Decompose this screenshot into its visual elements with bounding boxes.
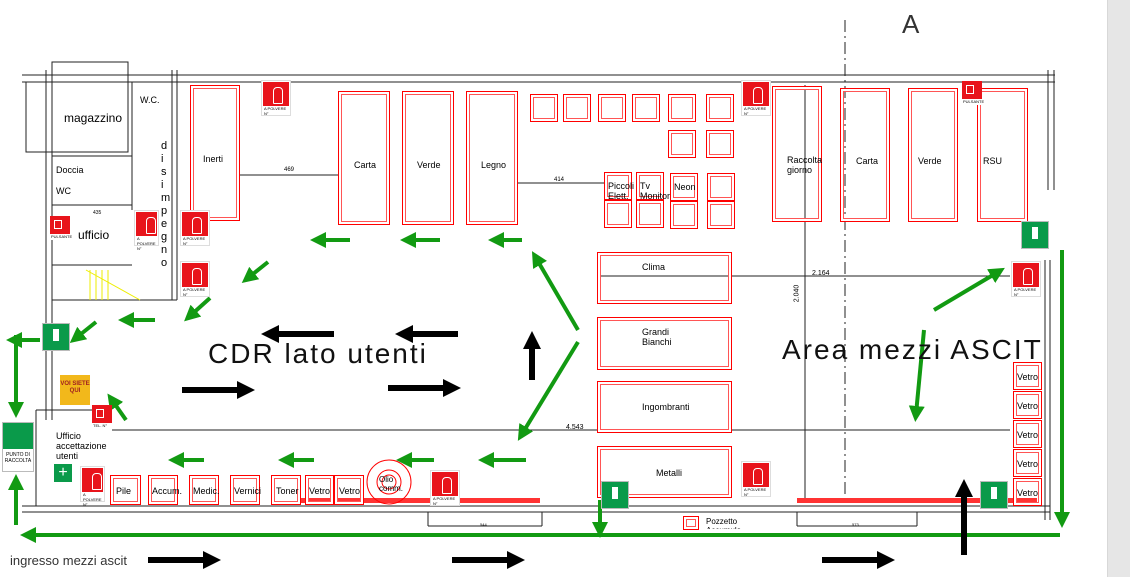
- fire-extinguisher-icon: A POLVERE N°: [80, 466, 105, 507]
- container-vetro-right: Vetro: [1013, 478, 1042, 506]
- container-vetro-right: Vetro: [1013, 362, 1042, 390]
- container-toner: Toner: [271, 475, 301, 505]
- container-verde-right: Verde: [908, 88, 958, 222]
- container-medic: Medic.: [189, 475, 220, 505]
- fire-extinguisher-icon: A POLVERE N°: [741, 461, 771, 497]
- section-letter: A: [902, 9, 920, 39]
- container-vetro-right: Vetro: [1013, 391, 1042, 419]
- emergency-exit-icon: [42, 323, 70, 351]
- container-box: [707, 173, 735, 201]
- container-carta: Carta: [338, 91, 390, 225]
- assembly-point-icon: [3, 423, 33, 449]
- container-box: [668, 94, 696, 122]
- room-doccia: Doccia: [56, 165, 84, 175]
- fire-extinguisher-icon: A POLVERE N°: [180, 261, 210, 297]
- container-inerti: Inerti: [190, 85, 240, 221]
- container-box: [670, 201, 698, 229]
- container-rsu: RSU: [977, 88, 1028, 222]
- fire-alarm-icon: PULSANTE: [50, 216, 72, 240]
- container-vetro-right: Vetro: [1013, 449, 1042, 477]
- container-vetro: Vetro: [305, 475, 334, 505]
- dimension-4543: 4.543: [566, 424, 584, 431]
- pozzetto-label: Pozzetto Accumulo: [706, 517, 741, 529]
- container-ingombranti: Ingombranti: [597, 381, 732, 433]
- room-magazzino: magazzino: [64, 111, 123, 125]
- container-box: [530, 94, 558, 122]
- dimension-544: 544: [480, 522, 487, 527]
- dimension-2164: 2.164: [812, 270, 830, 277]
- container-raccolta-giorno: Raccolta giorno: [772, 86, 822, 222]
- room-ufficio: ufficio: [78, 228, 110, 242]
- phone-icon: TEL. N°: [92, 405, 112, 429]
- you-are-here-sign: VOI SIETE QUI: [60, 375, 90, 405]
- container-metalli: Metalli: [597, 446, 732, 498]
- container-box: [598, 94, 626, 122]
- container-box: [636, 200, 664, 228]
- container-legno: Legno: [466, 91, 518, 225]
- dimension-435: 435: [93, 210, 102, 216]
- container-piccoli-elett: Piccoli Elett.: [604, 172, 634, 201]
- pozzetto-box: [683, 516, 699, 530]
- room-wc2: WC: [56, 186, 71, 196]
- emergency-exit-icon: [601, 481, 629, 509]
- olio-tank: [366, 459, 412, 505]
- container-verde: Verde: [402, 91, 454, 225]
- traffic-arrows: [148, 325, 973, 569]
- stairs: [85, 269, 141, 301]
- fire-extinguisher-icon: A POLVERE N°: [741, 80, 771, 116]
- olio-label: Olio comm.: [379, 475, 403, 493]
- container-clima: Clima: [597, 252, 732, 304]
- container-box: [604, 200, 632, 228]
- escape-routes: [6, 232, 1070, 543]
- first-aid-icon: +: [54, 464, 72, 482]
- container-tv-monitor: Tv Monitor: [636, 172, 670, 201]
- room-wc: W.C.: [140, 95, 160, 105]
- plan-drawing: [6, 20, 1070, 569]
- dimension-469: 469: [284, 167, 295, 173]
- fire-extinguisher-icon: A POLVERE N°: [180, 210, 210, 246]
- container-box: [563, 94, 591, 122]
- container-accum: Accum.: [148, 475, 182, 505]
- dimension-414: 414: [554, 177, 565, 183]
- area-mezzi-label: Area mezzi ASCIT: [782, 334, 1043, 365]
- container-grandi-bianchi: Grandi Bianchi: [597, 317, 732, 370]
- fire-extinguisher-icon: A POLVERE N°: [261, 80, 291, 116]
- container-box: [706, 130, 734, 158]
- container-neon: Neon: [670, 173, 698, 201]
- fire-extinguisher-icon: A POLVERE N°: [430, 470, 460, 506]
- container-box: [706, 94, 734, 122]
- fire-extinguisher-icon: A POLVERE N°: [1011, 261, 1041, 297]
- dimension-573: 573: [852, 522, 859, 527]
- container-box: [707, 201, 735, 229]
- area-cdr-label: CDR lato utenti: [208, 338, 428, 369]
- container-vetro: Vetro: [334, 475, 364, 505]
- container-vernici: Vernici: [230, 475, 261, 505]
- scrollbar[interactable]: [1107, 0, 1130, 577]
- container-box: [668, 130, 696, 158]
- assembly-point-sign: PUNTO DI RACCOLTA: [2, 422, 34, 472]
- fire-extinguisher-icon: A POLVERE N°: [134, 210, 159, 251]
- container-carta-right: Carta: [840, 88, 890, 222]
- container-box: [632, 94, 660, 122]
- walls: [22, 20, 1055, 527]
- ingresso-label: ingresso mezzi ascit: [10, 553, 128, 568]
- emergency-exit-icon: [1021, 221, 1049, 249]
- container-vetro-right: Vetro: [1013, 420, 1042, 448]
- dimension-2040: 2.040: [793, 284, 801, 303]
- floor-plan: A magazzino W.C. Doccia WC ufficio d i s…: [2, 9, 1070, 569]
- room-disimpegno: d i s i m p e g n o: [161, 140, 171, 269]
- grate: [300, 498, 540, 503]
- emergency-exit-icon: [980, 481, 1008, 509]
- container-pile: Pile: [110, 475, 141, 505]
- fire-alarm-icon: PULSANTE: [962, 81, 984, 105]
- grate: [797, 498, 1037, 503]
